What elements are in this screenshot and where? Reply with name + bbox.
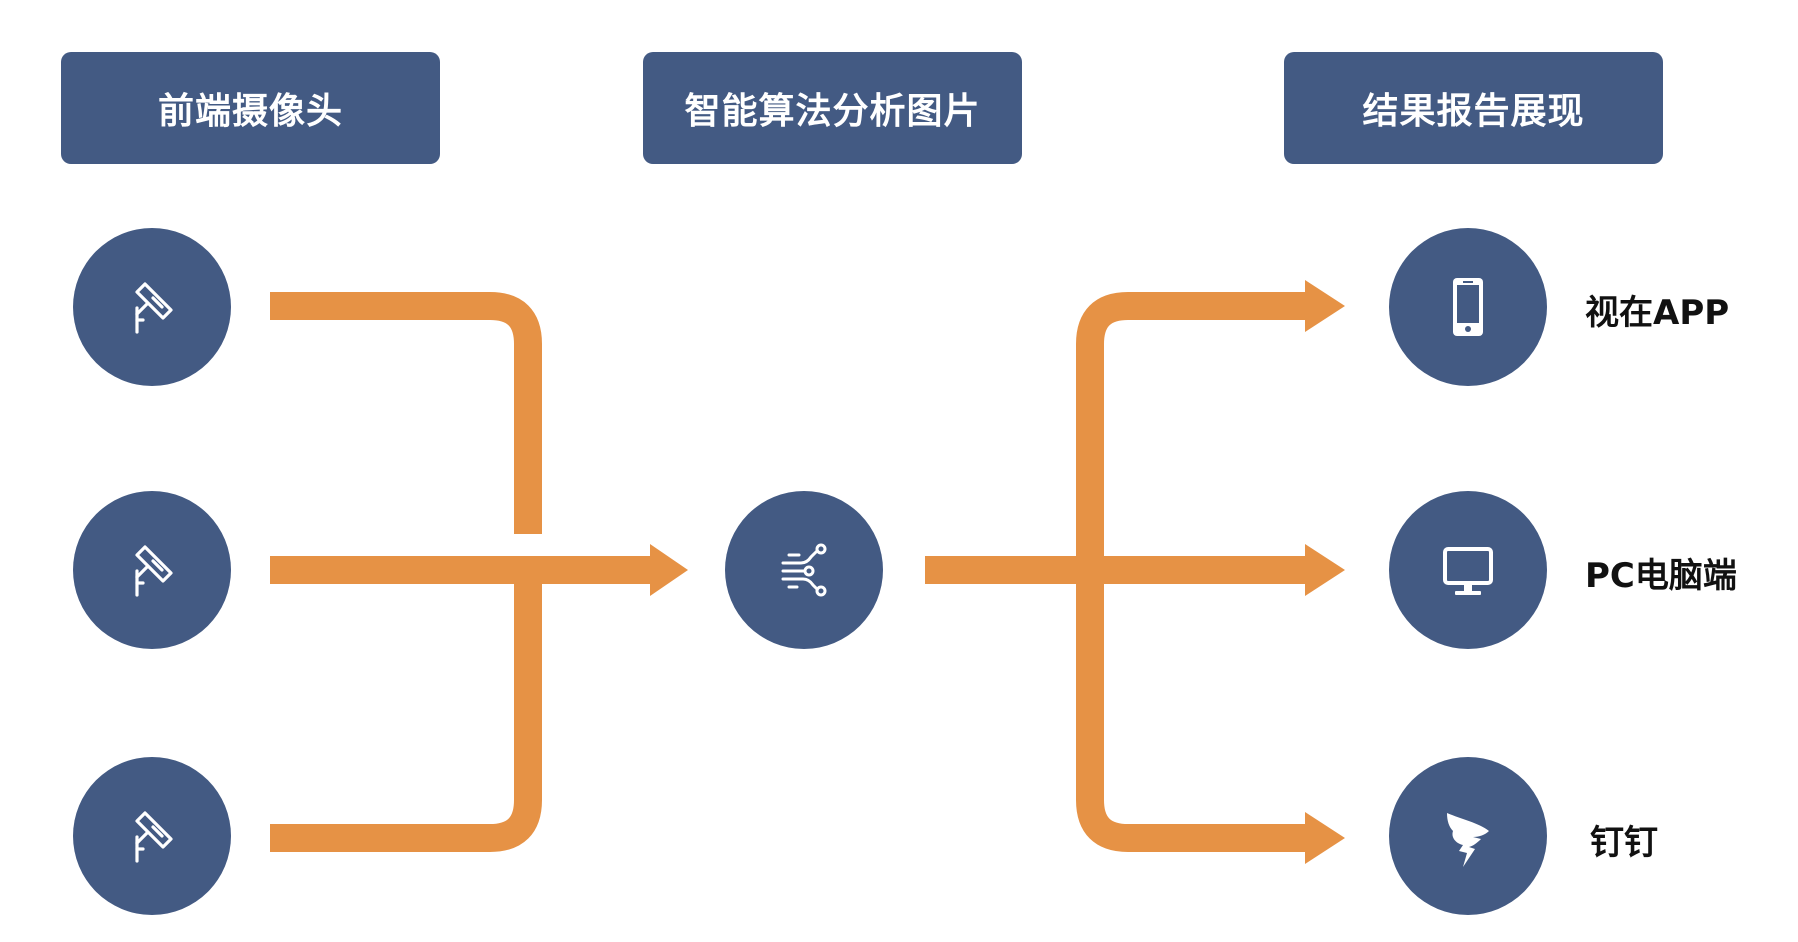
connector-output-bottom [1076,570,1310,852]
camera-icon [135,545,173,597]
connector-input-bottom [270,570,542,852]
input-node-camera-3 [73,757,231,915]
processor-node [725,491,883,649]
algorithm-circuit-icon [781,543,827,597]
output-label-dingtalk: 钉钉 [1590,823,1658,863]
arrowhead-to-processor [650,544,688,596]
output-label-pc: PC电脑端 [1585,556,1737,596]
arrowhead-to-pc [1305,544,1345,596]
input-node-camera-2 [73,491,231,649]
arrowhead-to-dingtalk [1305,812,1345,864]
monitor-icon [1443,547,1493,595]
camera-icon [135,282,173,334]
output-node-pc [1389,491,1547,649]
header-analysis: 智能算法分析图片 [643,52,1022,164]
arrowhead-to-app [1305,280,1345,332]
connector-output-top [1076,292,1310,570]
input-node-camera-1 [73,228,231,386]
output-node-app [1389,228,1547,386]
output-label-app: 视在APP [1585,293,1730,333]
smartphone-icon [1453,278,1483,336]
dingtalk-icon [1447,813,1489,867]
camera-icon [135,811,173,863]
header-output: 结果报告展现 [1284,52,1663,164]
connector-input-top [270,292,542,534]
header-capture: 前端摄像头 [61,52,440,164]
output-node-dingtalk [1389,757,1547,915]
